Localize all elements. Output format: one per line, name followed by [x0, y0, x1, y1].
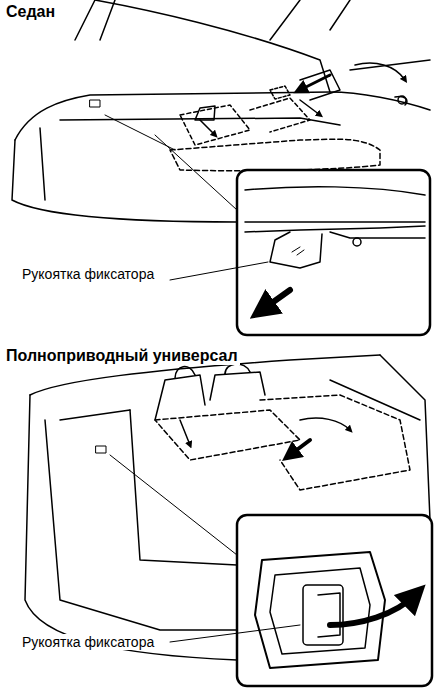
wagon-inset: [170, 515, 432, 686]
wagon-cargo-area: [25, 355, 430, 660]
part-label: Рукоятка фиксатора: [20, 266, 156, 282]
section-heading: Полноприводный универсал: [4, 347, 240, 365]
sedan-inset: [170, 170, 430, 335]
sedan-trunk: [12, 0, 430, 222]
section-heading: Седан: [4, 3, 57, 21]
part-label: Рукоятка фиксатора: [20, 634, 156, 650]
